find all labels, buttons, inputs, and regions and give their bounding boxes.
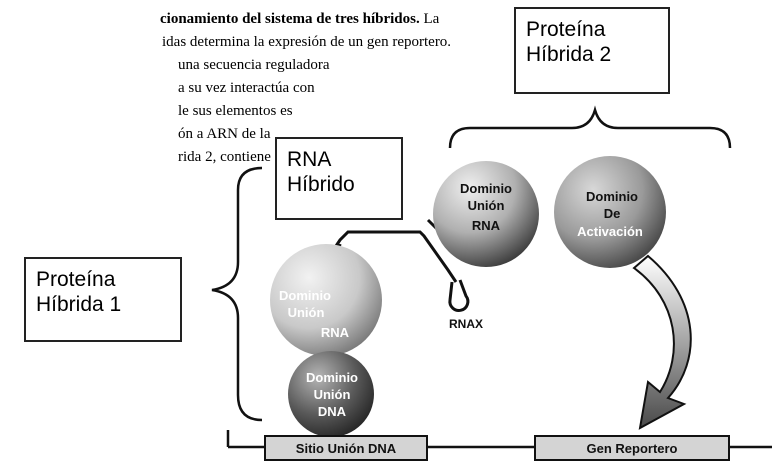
rnax-label: RNAX [449,317,483,331]
sphere-label-dna-1: Dominio [306,370,358,385]
sphere-label-dna-2: Unión [314,387,351,402]
sphere-label-rna-left-3: RNA [321,325,350,340]
sphere-label-rna-right-2: Unión [468,198,505,213]
caption-line-5: le sus elementos es [178,103,293,119]
sphere-label-rna-left-1: Dominio [279,288,331,303]
label-box-protein2: Proteína Híbrida 2 [514,7,670,94]
label-box-protein1: Proteína Híbrida 1 [24,257,182,342]
sphere-binding-dna [288,351,374,437]
activation-arrow [632,254,692,430]
reporter-gene-box [534,435,730,461]
sphere-activation [554,156,666,268]
sphere-binding-rna-left [270,244,382,356]
caption-line-6: ón a ARN de la [178,126,271,142]
rna-hybrid-line-2: Híbrido [287,173,355,196]
dna-site-label: Sitio Unión DNA [296,441,397,456]
sphere-label-activation-3: Activación [577,224,643,239]
caption-line-7: rida 2, contiene [178,149,271,165]
protein2-line-2: Híbrida 2 [526,43,612,66]
sphere-label-rna-left-2: Unión [288,305,325,320]
brace-protein1 [211,166,263,422]
reporter-gene-label: Gen Reportero [586,441,677,456]
label-box-rna-hybrid: RNA Híbrido [275,137,403,220]
caption-line-2: idas determina la expresión de un gen re… [162,34,452,50]
caption-line-1: cionamiento del sistema de tres híbridos… [160,11,440,27]
sphere-label-activation-2: De [604,206,621,221]
protein2-line-1: Proteína [526,18,606,41]
caption-line-4: a su vez interactúa con [178,80,315,96]
sphere-label-rna-right-3: RNA [472,218,501,233]
protein1-line-1: Proteína [36,268,116,291]
sphere-binding-rna-right [433,161,539,267]
rna-hybrid-line-1: RNA [287,148,332,171]
sphere-label-rna-right-1: Dominio [460,181,512,196]
protein1-line-2: Híbrida 1 [36,293,122,316]
sphere-label-dna-3: DNA [318,404,347,419]
sphere-label-activation-1: Dominio [586,189,638,204]
dna-site-box [264,435,428,461]
rnax-hairpin [448,279,470,312]
brace-protein2 [448,105,732,149]
rna-strand [330,230,458,283]
caption-line-3: una secuencia reguladora [178,57,330,73]
